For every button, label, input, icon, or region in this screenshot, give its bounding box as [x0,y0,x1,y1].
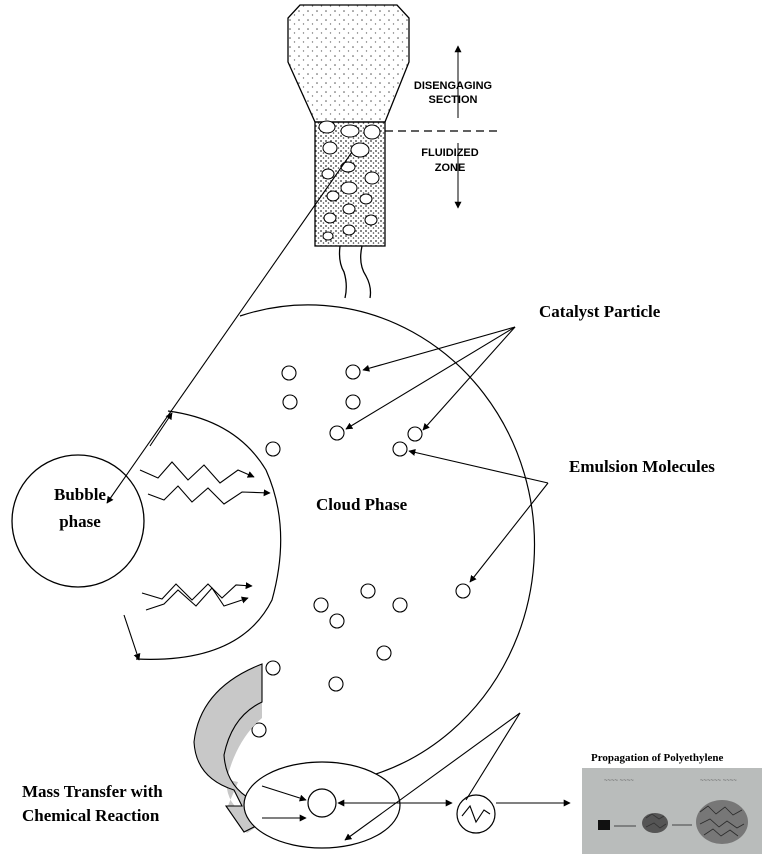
section-label: SECTION [429,94,478,106]
emulsion-pointers [409,451,548,582]
zone-label: ZONE [435,162,466,174]
chemical-reaction-label: Chemical Reaction [22,806,160,825]
bubble-phase-label-2: phase [59,512,101,531]
zigzag-arrows-bottom [142,584,252,610]
particles [252,365,470,737]
disengaging-label: DISENGAGING [414,80,492,92]
emulsion-molecules-label: Emulsion Molecules [569,457,715,476]
zoom-line [107,152,352,503]
fluidized-label: FLUIDIZED [421,147,478,159]
long-pointer-1 [466,713,520,800]
catalyst-particle-label: Catalyst Particle [539,302,661,321]
mass-transfer-label: Mass Transfer with [22,782,163,801]
polyethylene-propagation-image: ~~~~ ~~~~ ~~~~~~ ~~~~ [582,768,762,854]
wake-arrow-top [150,413,172,446]
svg-text:~~~~ ~~~~: ~~~~ ~~~~ [604,778,634,784]
propagation-label: Propagation of Polyethylene [591,752,724,764]
catalyst-site [308,789,336,817]
wake-arrow-bottom [124,615,139,660]
zigzag-arrows-top [140,462,270,504]
wake-arc [136,411,281,659]
cloud-phase-label: Cloud Phase [316,495,408,514]
svg-text:~~~~~~ ~~~~: ~~~~~~ ~~~~ [700,778,737,784]
bubble-phase-label: Bubble [54,485,106,504]
